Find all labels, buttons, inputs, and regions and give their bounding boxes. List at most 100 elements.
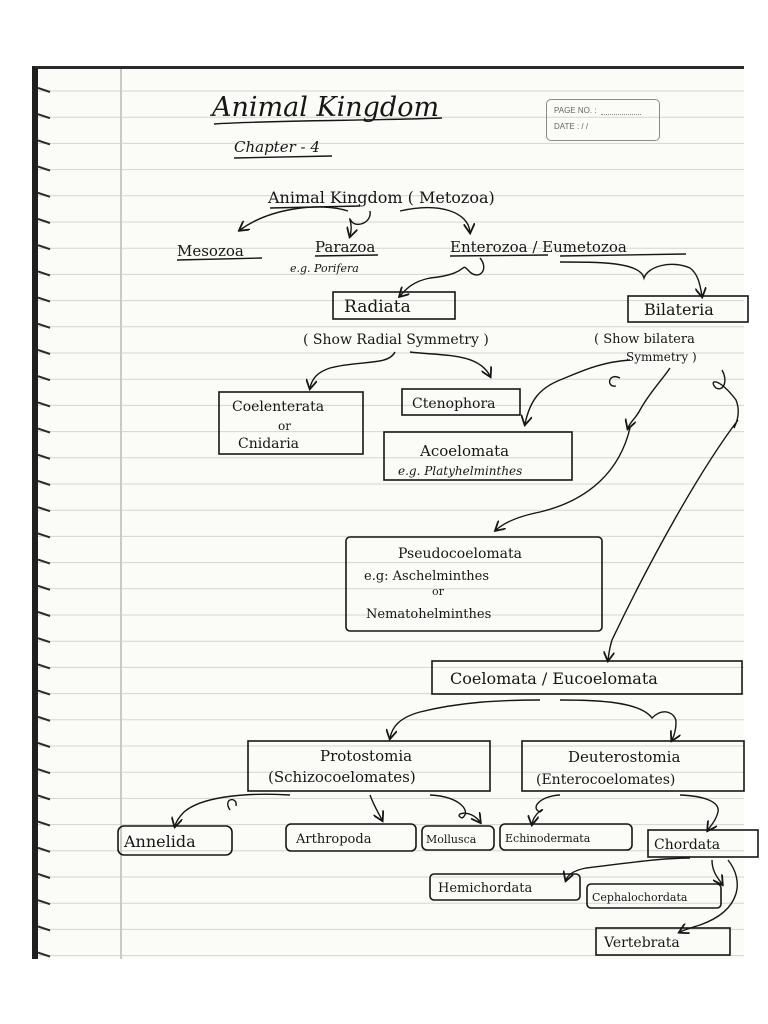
coelenterata-line3: Cnidaria	[238, 436, 299, 452]
binding-mark	[38, 715, 51, 722]
binding-mark	[38, 820, 51, 827]
box-cephalochordata	[586, 883, 722, 909]
node-pseudocoelomata: Pseudocoelomata	[398, 546, 522, 562]
arrow-deuterostomia-echinodermata	[532, 794, 561, 824]
binding-mark	[38, 427, 51, 434]
node-enterozoa: Enterozoa / Eumetozoa	[450, 238, 627, 256]
binding-mark	[38, 191, 51, 198]
arrow-root-enterozoa	[399, 207, 470, 232]
coelenterata-line2: or	[278, 419, 291, 433]
binding-mark	[38, 611, 51, 617]
mesozoa-underline	[176, 257, 263, 261]
page-no-label: PAGE NO. :	[554, 106, 597, 115]
binding-mark	[38, 637, 51, 644]
binding-mark	[38, 873, 51, 879]
node-radiata: Radiata	[344, 297, 411, 317]
box-coelenterata	[218, 391, 364, 455]
deuterostomia-sub: (Enterocoelomates)	[536, 772, 675, 788]
parazoa-underline	[314, 254, 379, 257]
loop-bilateria-left	[609, 376, 621, 387]
binding-mark	[38, 453, 51, 460]
loop-protostomia	[227, 799, 237, 811]
coelenterata-line1: Coelenterata	[232, 399, 324, 415]
enterozoa-underline	[449, 253, 687, 257]
binding-mark	[38, 218, 51, 224]
protostomia-sub: (Schizocoelomates)	[268, 768, 416, 786]
box-pseudocoelomata	[345, 536, 603, 632]
pseudocoelomata-line2: e.g: Aschelminthes	[364, 569, 489, 584]
node-deuterostomia: Deuterostomia	[568, 748, 680, 766]
binding-mark	[38, 244, 51, 251]
parazoa-example: e.g. Porifera	[290, 262, 359, 275]
arrow-bilateria-pseudocoelomata	[628, 367, 671, 428]
arrow-chordata-hemichordata	[566, 857, 691, 880]
arrow-protostomia-annelida	[175, 793, 291, 826]
box-annelida	[117, 825, 233, 856]
node-hemichordata: Hemichordata	[438, 881, 533, 896]
date-label: DATE :	[554, 122, 580, 131]
box-radiata	[332, 291, 456, 320]
bilateria-note-line1: ( Show bilatera	[594, 332, 695, 347]
binding-mark	[38, 742, 51, 748]
binding-mark	[38, 113, 51, 120]
box-hemichordata	[429, 873, 581, 901]
chapter-underline	[233, 155, 333, 159]
binding-mark	[38, 584, 51, 591]
binding-mark	[38, 506, 51, 513]
pseudocoelomata-line3: or	[432, 585, 445, 598]
arrow-deuterostomia-chordata	[679, 794, 719, 830]
node-ctenophora: Ctenophora	[412, 396, 496, 412]
binding-mark	[38, 322, 51, 329]
arrow-chordata-vertebrata	[680, 859, 738, 932]
binding-mark	[38, 349, 51, 355]
box-protostomia	[247, 740, 491, 792]
margin-line	[120, 69, 122, 959]
arrow-to-coelomata	[608, 419, 739, 660]
notebook-page: PAGE NO. : DATE : / /	[32, 66, 744, 959]
node-mollusca: Mollusca	[426, 833, 477, 846]
box-deuterostomia	[521, 740, 745, 792]
arrow-radiata-coelenterata	[310, 351, 396, 388]
arrow-bilateria-acoelomata	[525, 359, 631, 424]
binding-mark	[38, 925, 51, 932]
node-coelomata: Coelomata / Eucoelomata	[450, 669, 658, 688]
arrow-to-pseudocoelomata	[496, 427, 631, 530]
binding-mark	[38, 401, 51, 408]
box-arthropoda	[285, 823, 417, 852]
binding-mark	[38, 165, 51, 172]
acoelomata-example: e.g. Platyhelminthes	[398, 464, 522, 478]
box-echinodermata	[499, 823, 633, 851]
arrow-chordata-cephalochordata	[711, 859, 722, 884]
date-value: / /	[581, 122, 589, 131]
box-coelomata	[431, 660, 743, 695]
binding-mark	[38, 375, 51, 382]
node-protostomia: Protostomia	[320, 747, 412, 765]
node-acoelomata: Acoelomata	[419, 442, 509, 460]
node-echinodermata: Echinodermata	[505, 832, 591, 845]
arrow-enterozoa-radiata	[400, 257, 485, 296]
binding-mark	[38, 87, 51, 93]
binding-mark	[38, 846, 51, 853]
arrow-protostomia-mollusca	[429, 794, 480, 822]
arrow-coelomata-protostomia	[390, 699, 541, 738]
page-stamp: PAGE NO. : DATE : / /	[546, 99, 660, 141]
node-parazoa: Parazoa	[315, 238, 375, 256]
arrow-radiata-ctenophora	[409, 351, 490, 376]
chapter-label: Chapter - 4	[234, 138, 320, 156]
binding-mark	[38, 139, 51, 146]
node-annelida: Annelida	[123, 832, 196, 851]
node-cephalochordata: Cephalochordata	[592, 891, 688, 904]
date-row: DATE : / /	[554, 122, 588, 131]
box-ctenophora	[401, 388, 521, 416]
arrow-coelomata-deuterostomia	[559, 699, 676, 740]
box-acoelomata	[383, 431, 573, 481]
arrow-enterozoa-bilateria	[559, 261, 702, 296]
binding-mark	[38, 663, 51, 670]
node-mesozoa: Mesozoa	[177, 242, 244, 260]
binding-mark	[38, 768, 51, 775]
node-vertebrata: Vertebrata	[603, 935, 680, 951]
root-animal-kingdom: Animal Kingdom ( Metozoa)	[267, 188, 495, 207]
binding-mark	[38, 794, 51, 801]
arrow-protostomia-arthropoda	[369, 794, 382, 820]
